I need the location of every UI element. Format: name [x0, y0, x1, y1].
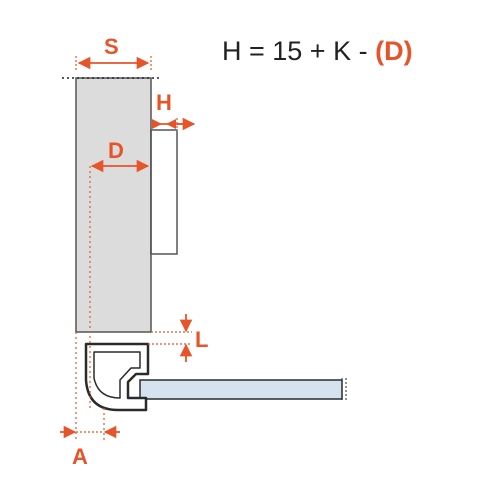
label-s: S	[104, 34, 119, 59]
dimension-h-arrowhead-left	[152, 119, 162, 129]
formula-rhs: (D)	[375, 36, 412, 66]
glass-clamp-profile	[84, 342, 150, 412]
label-h: H	[156, 90, 172, 115]
label-d: D	[108, 138, 124, 163]
formula: H = 15 + K - (D)	[222, 36, 413, 66]
glass-clamp-inner	[93, 351, 141, 399]
cabinet-panel	[75, 77, 152, 333]
dimension-h-arrowhead-right	[166, 119, 176, 129]
formula-lhs: H = 15 + K -	[222, 36, 375, 66]
glass-door	[139, 379, 343, 400]
label-a: A	[72, 444, 88, 469]
hinge-plate	[150, 129, 178, 255]
label-l: L	[195, 327, 208, 352]
